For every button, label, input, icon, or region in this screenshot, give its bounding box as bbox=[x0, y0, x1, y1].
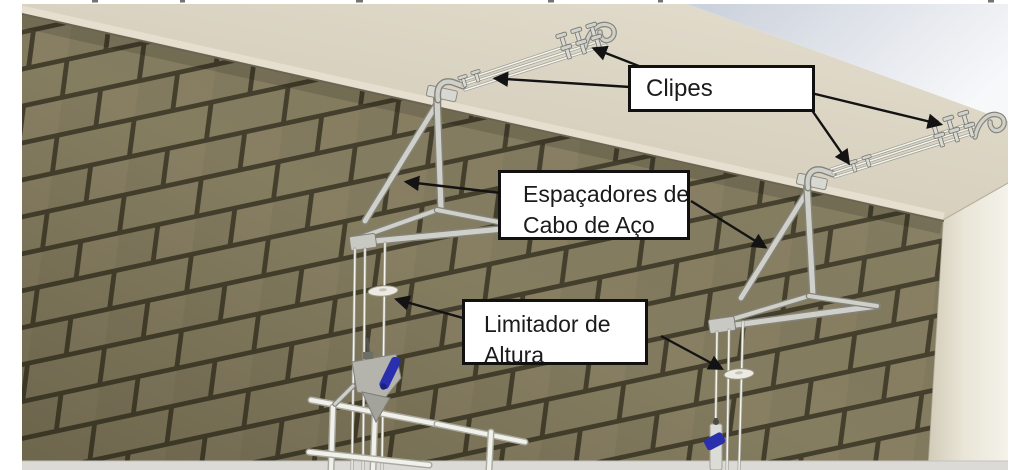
right-face-top-edge bbox=[942, 182, 1009, 221]
arrow-clipes-right-anchor bbox=[810, 91, 944, 129]
label-espacadores: Espaçadores de Cabo de Aço bbox=[498, 170, 690, 240]
bottom-ground-strip bbox=[22, 461, 1008, 470]
label-espacadores-line2: Cabo de Aço bbox=[523, 212, 655, 238]
left-hoist bbox=[332, 337, 402, 424]
arrow-clipes-left-davit bbox=[492, 71, 631, 89]
parapet-roofline bbox=[21, 13, 945, 222]
label-limitador-line2: Altura bbox=[484, 342, 545, 365]
label-limitador-line1: Limitador de bbox=[484, 311, 611, 337]
arrow-clipes-right-davit bbox=[808, 105, 851, 166]
right-cable-clamp bbox=[707, 316, 737, 334]
arrow-espacadores-right bbox=[690, 199, 768, 249]
arrow-limitador-right bbox=[660, 334, 724, 370]
left-cable-clamp bbox=[348, 233, 378, 251]
right-safety-lock bbox=[704, 418, 726, 470]
label-clipes: Clipes bbox=[628, 65, 815, 112]
label-limitador: Limitador de Altura bbox=[462, 299, 648, 365]
arrow-limitador-left bbox=[393, 295, 464, 320]
roof-top-surface bbox=[22, 4, 1008, 220]
parapet-shadow-band bbox=[22, 13, 943, 234]
platform-railing bbox=[305, 396, 529, 470]
hoist-blue-lever bbox=[379, 356, 401, 390]
right-cable-end-hook-highlight bbox=[973, 112, 1006, 139]
building-right-face bbox=[928, 183, 1008, 461]
parapet-slab-edge-highlight bbox=[21, 5, 945, 220]
right-davit-bracket bbox=[707, 166, 881, 334]
left-davit-bracket bbox=[348, 78, 528, 251]
annotation-arrows bbox=[393, 45, 944, 370]
label-espacadores-line1: Espaçadores de bbox=[523, 181, 690, 207]
sky-background bbox=[687, 4, 1008, 121]
wall-lighting-overlay bbox=[22, 13, 943, 461]
arrow-espacadores-left bbox=[403, 175, 502, 195]
label-clipes-text: Clipes bbox=[646, 75, 713, 102]
top-edge-artifacts bbox=[92, 0, 994, 3]
